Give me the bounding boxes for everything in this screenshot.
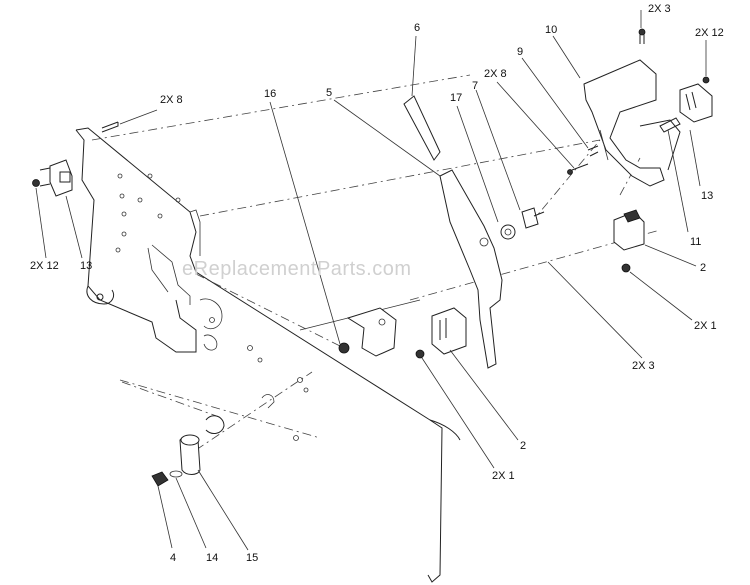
label-11: 11 bbox=[690, 236, 702, 248]
label-2x12-right: 2X 12 bbox=[695, 27, 724, 39]
left-switch-assembly bbox=[32, 121, 119, 197]
label-15: 15 bbox=[246, 552, 259, 564]
label-2x3-mid: 2X 3 bbox=[632, 360, 655, 372]
label-2x1-right: 2X 1 bbox=[694, 320, 717, 332]
label-16: 16 bbox=[264, 88, 277, 100]
label-4: 4 bbox=[170, 552, 177, 564]
label-5: 5 bbox=[326, 87, 333, 99]
main-panel bbox=[75, 127, 461, 583]
label-2x1-mid: 2X 1 bbox=[492, 470, 515, 482]
center-switch bbox=[415, 307, 467, 359]
right-switch bbox=[659, 76, 713, 133]
label-2x3-top: 2X 3 bbox=[648, 3, 671, 15]
label-2x8-mid: 2X 8 bbox=[484, 68, 507, 80]
leader-lines bbox=[35, 10, 707, 551]
label-2-mid: 2 bbox=[520, 440, 527, 452]
right-bracket bbox=[567, 28, 681, 187]
label-2x8-left: 2X 8 bbox=[160, 94, 183, 106]
bushing-stack bbox=[151, 415, 225, 487]
label-14: 14 bbox=[206, 552, 219, 564]
label-2x12-left: 2X 12 bbox=[30, 260, 59, 272]
watermark-text: eReplacementParts.com bbox=[182, 258, 412, 280]
label-7: 7 bbox=[472, 80, 479, 92]
spring-clip bbox=[338, 307, 397, 357]
center-lines bbox=[91, 74, 661, 451]
label-6: 6 bbox=[414, 22, 421, 34]
right-lower-switch bbox=[613, 209, 645, 273]
label-2-right: 2 bbox=[700, 262, 707, 274]
label-13-right: 13 bbox=[701, 190, 714, 202]
label-17: 17 bbox=[450, 92, 463, 104]
label-13-left: 13 bbox=[80, 260, 93, 272]
label-10: 10 bbox=[545, 24, 558, 36]
lever-assembly bbox=[403, 95, 545, 369]
label-9: 9 bbox=[517, 46, 524, 58]
